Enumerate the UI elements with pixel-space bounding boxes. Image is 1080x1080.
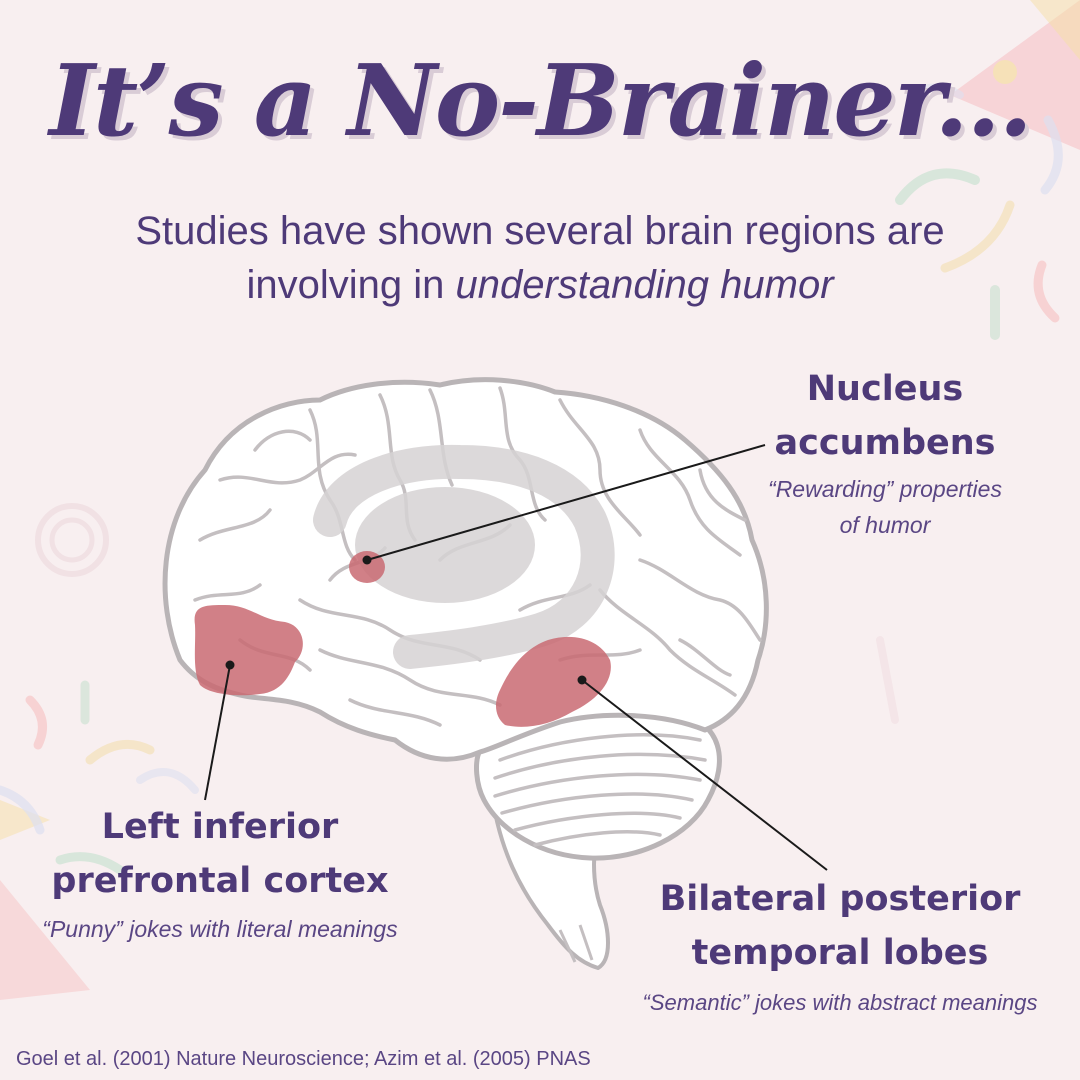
lipfc-leader: [204, 664, 231, 801]
lipfc-dot: [225, 660, 235, 670]
subtitle: Studies have shown several brain regions…: [60, 204, 1020, 312]
bptl-dot: [577, 675, 587, 685]
bptl-leader: [581, 679, 828, 871]
bilateral-posterior-temporal-lobes-region: [495, 636, 611, 727]
page-title: It’s a No-Brainer...: [49, 44, 1033, 159]
region-name-line-1: Left inferior: [101, 807, 339, 847]
region-desc-line-2: of humor: [839, 512, 931, 538]
label-nucleus-accumbens: Nucleus accumbens “Rewarding” properties…: [740, 362, 1030, 542]
label-bilateral-posterior-temporal-lobes: Bilateral posterior temporal lobes “Sema…: [610, 872, 1070, 1020]
region-name-line-1: Bilateral posterior: [659, 879, 1021, 919]
left-inferior-prefrontal-cortex-region: [194, 605, 303, 696]
subtitle-emphasis: understanding humor: [455, 263, 834, 307]
region-name-line-2: prefrontal cortex: [51, 861, 389, 901]
subtitle-line-1: Studies have shown several brain regions…: [135, 209, 945, 253]
thalamus-shade: [355, 487, 535, 603]
region-name-line-1: Nucleus: [806, 369, 964, 409]
region-desc-line-1: “Punny” jokes with literal meanings: [42, 916, 398, 942]
region-desc-line-1: “Rewarding” properties: [768, 476, 1002, 502]
region-desc-line-1: “Semantic” jokes with abstract meanings: [642, 990, 1038, 1015]
corpus-callosum: [313, 444, 615, 669]
region-name-line-2: accumbens: [774, 423, 996, 463]
region-name-line-2: temporal lobes: [691, 933, 989, 973]
nucleus-accumbens-region: [349, 551, 385, 583]
nucleus-accumbens-dot: [362, 555, 372, 565]
nucleus-accumbens-leader: [366, 444, 766, 561]
subtitle-line-2-prefix: involving in: [246, 263, 456, 307]
citation: Goel et al. (2001) Nature Neuroscience; …: [16, 1048, 591, 1070]
label-left-inferior-prefrontal-cortex: Left inferior prefrontal cortex “Punny” …: [10, 800, 430, 946]
